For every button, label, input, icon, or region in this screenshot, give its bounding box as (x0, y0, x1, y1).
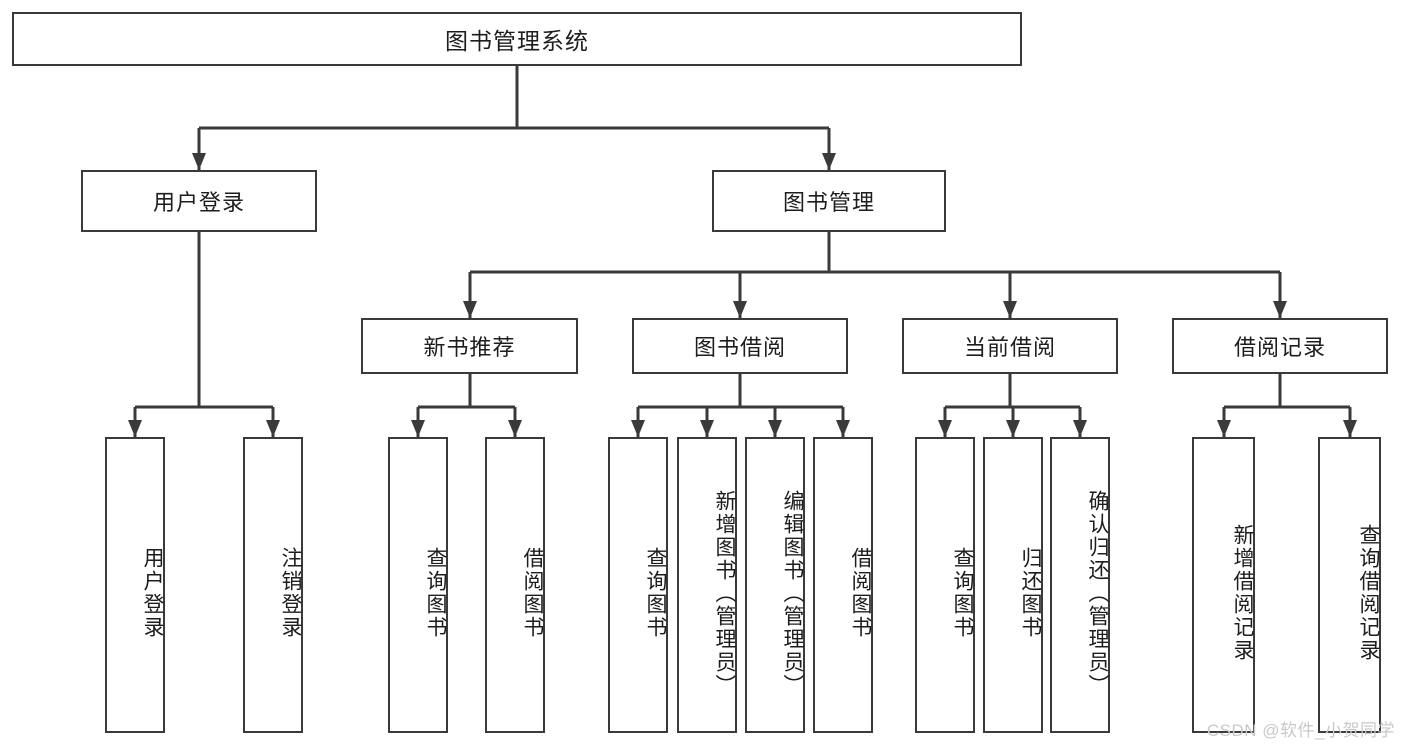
node-label: 注销登录 (279, 547, 302, 639)
arrowhead (128, 420, 142, 437)
node-label: 归还图书 (1019, 547, 1042, 639)
arrowhead (266, 420, 280, 437)
node-current[interactable]: 当前借阅 (902, 318, 1118, 374)
node-label: 图书管理系统 (445, 28, 589, 54)
node-label: 查询图书 (951, 547, 974, 639)
node-label: 用户登录 (152, 190, 245, 215)
node-label: 新增图书（管理员） (713, 489, 736, 697)
arrowhead (463, 301, 477, 318)
node-label: 查询图书 (644, 547, 667, 639)
arrowhead (1343, 420, 1357, 437)
node-leaf-rec-1[interactable]: 新增借阅记录 (1192, 437, 1255, 733)
arrowhead (1003, 301, 1017, 318)
arrowhead (631, 420, 645, 437)
arrowhead (1273, 301, 1287, 318)
arrowhead (768, 420, 782, 437)
node-leaf-new-2[interactable]: 借阅图书 (485, 437, 545, 733)
arrowhead (938, 420, 952, 437)
arrowhead (1073, 420, 1087, 437)
node-leaf-cur-3[interactable]: 确认归还（管理员） (1050, 437, 1110, 733)
arrowhead (508, 420, 522, 437)
node-label: 借阅记录 (1233, 335, 1326, 360)
node-leaf-borrow-4[interactable]: 借阅图书 (813, 437, 873, 733)
node-leaf-borrow-3[interactable]: 编辑图书（管理员） (745, 437, 805, 733)
arrowhead (411, 420, 425, 437)
node-leaf-new-1[interactable]: 查询图书 (388, 437, 448, 733)
node-leaf-borrow-1[interactable]: 查询图书 (608, 437, 668, 733)
arrowhead (192, 153, 206, 170)
node-leaf-cur-1[interactable]: 查询图书 (915, 437, 975, 733)
arrowhead (733, 301, 747, 318)
node-label: 图书借阅 (693, 335, 786, 360)
node-newbook[interactable]: 新书推荐 (361, 318, 578, 374)
arrowhead (822, 153, 836, 170)
node-label: 借阅图书 (849, 547, 872, 639)
node-label: 查询图书 (424, 547, 447, 639)
arrowhead (1006, 420, 1020, 437)
arrowhead (836, 420, 850, 437)
node-bookmgr[interactable]: 图书管理 (712, 170, 946, 232)
node-leaf-login-1[interactable]: 用户登录 (105, 437, 165, 733)
node-leaf-rec-2[interactable]: 查询借阅记录 (1318, 437, 1381, 733)
node-leaf-borrow-2[interactable]: 新增图书（管理员） (677, 437, 737, 733)
arrowhead (700, 420, 714, 437)
node-label: 借阅图书 (521, 547, 544, 639)
node-label: 用户登录 (141, 547, 164, 639)
node-label: 当前借阅 (963, 335, 1056, 360)
node-label: 新书推荐 (423, 335, 516, 360)
node-root[interactable]: 图书管理系统 (12, 12, 1022, 66)
node-borrow[interactable]: 图书借阅 (632, 318, 848, 374)
node-label: 图书管理 (782, 190, 875, 215)
node-leaf-login-2[interactable]: 注销登录 (243, 437, 303, 733)
node-label: 查询借阅记录 (1357, 524, 1380, 662)
node-label: 编辑图书（管理员） (781, 489, 804, 697)
node-label: 新增借阅记录 (1231, 524, 1254, 662)
arrowhead (1217, 420, 1231, 437)
node-label: 确认归还（管理员） (1086, 489, 1109, 697)
node-login[interactable]: 用户登录 (81, 170, 317, 232)
node-record[interactable]: 借阅记录 (1172, 318, 1388, 374)
node-leaf-cur-2[interactable]: 归还图书 (983, 437, 1043, 733)
